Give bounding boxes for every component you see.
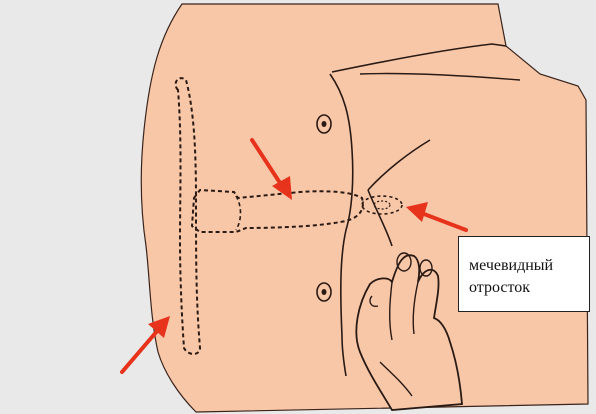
callout-line-1: мечевидный: [469, 255, 589, 277]
xiphoid-callout-label: мечевидный отросток: [458, 236, 590, 312]
callout-line-2: отросток: [469, 277, 589, 299]
